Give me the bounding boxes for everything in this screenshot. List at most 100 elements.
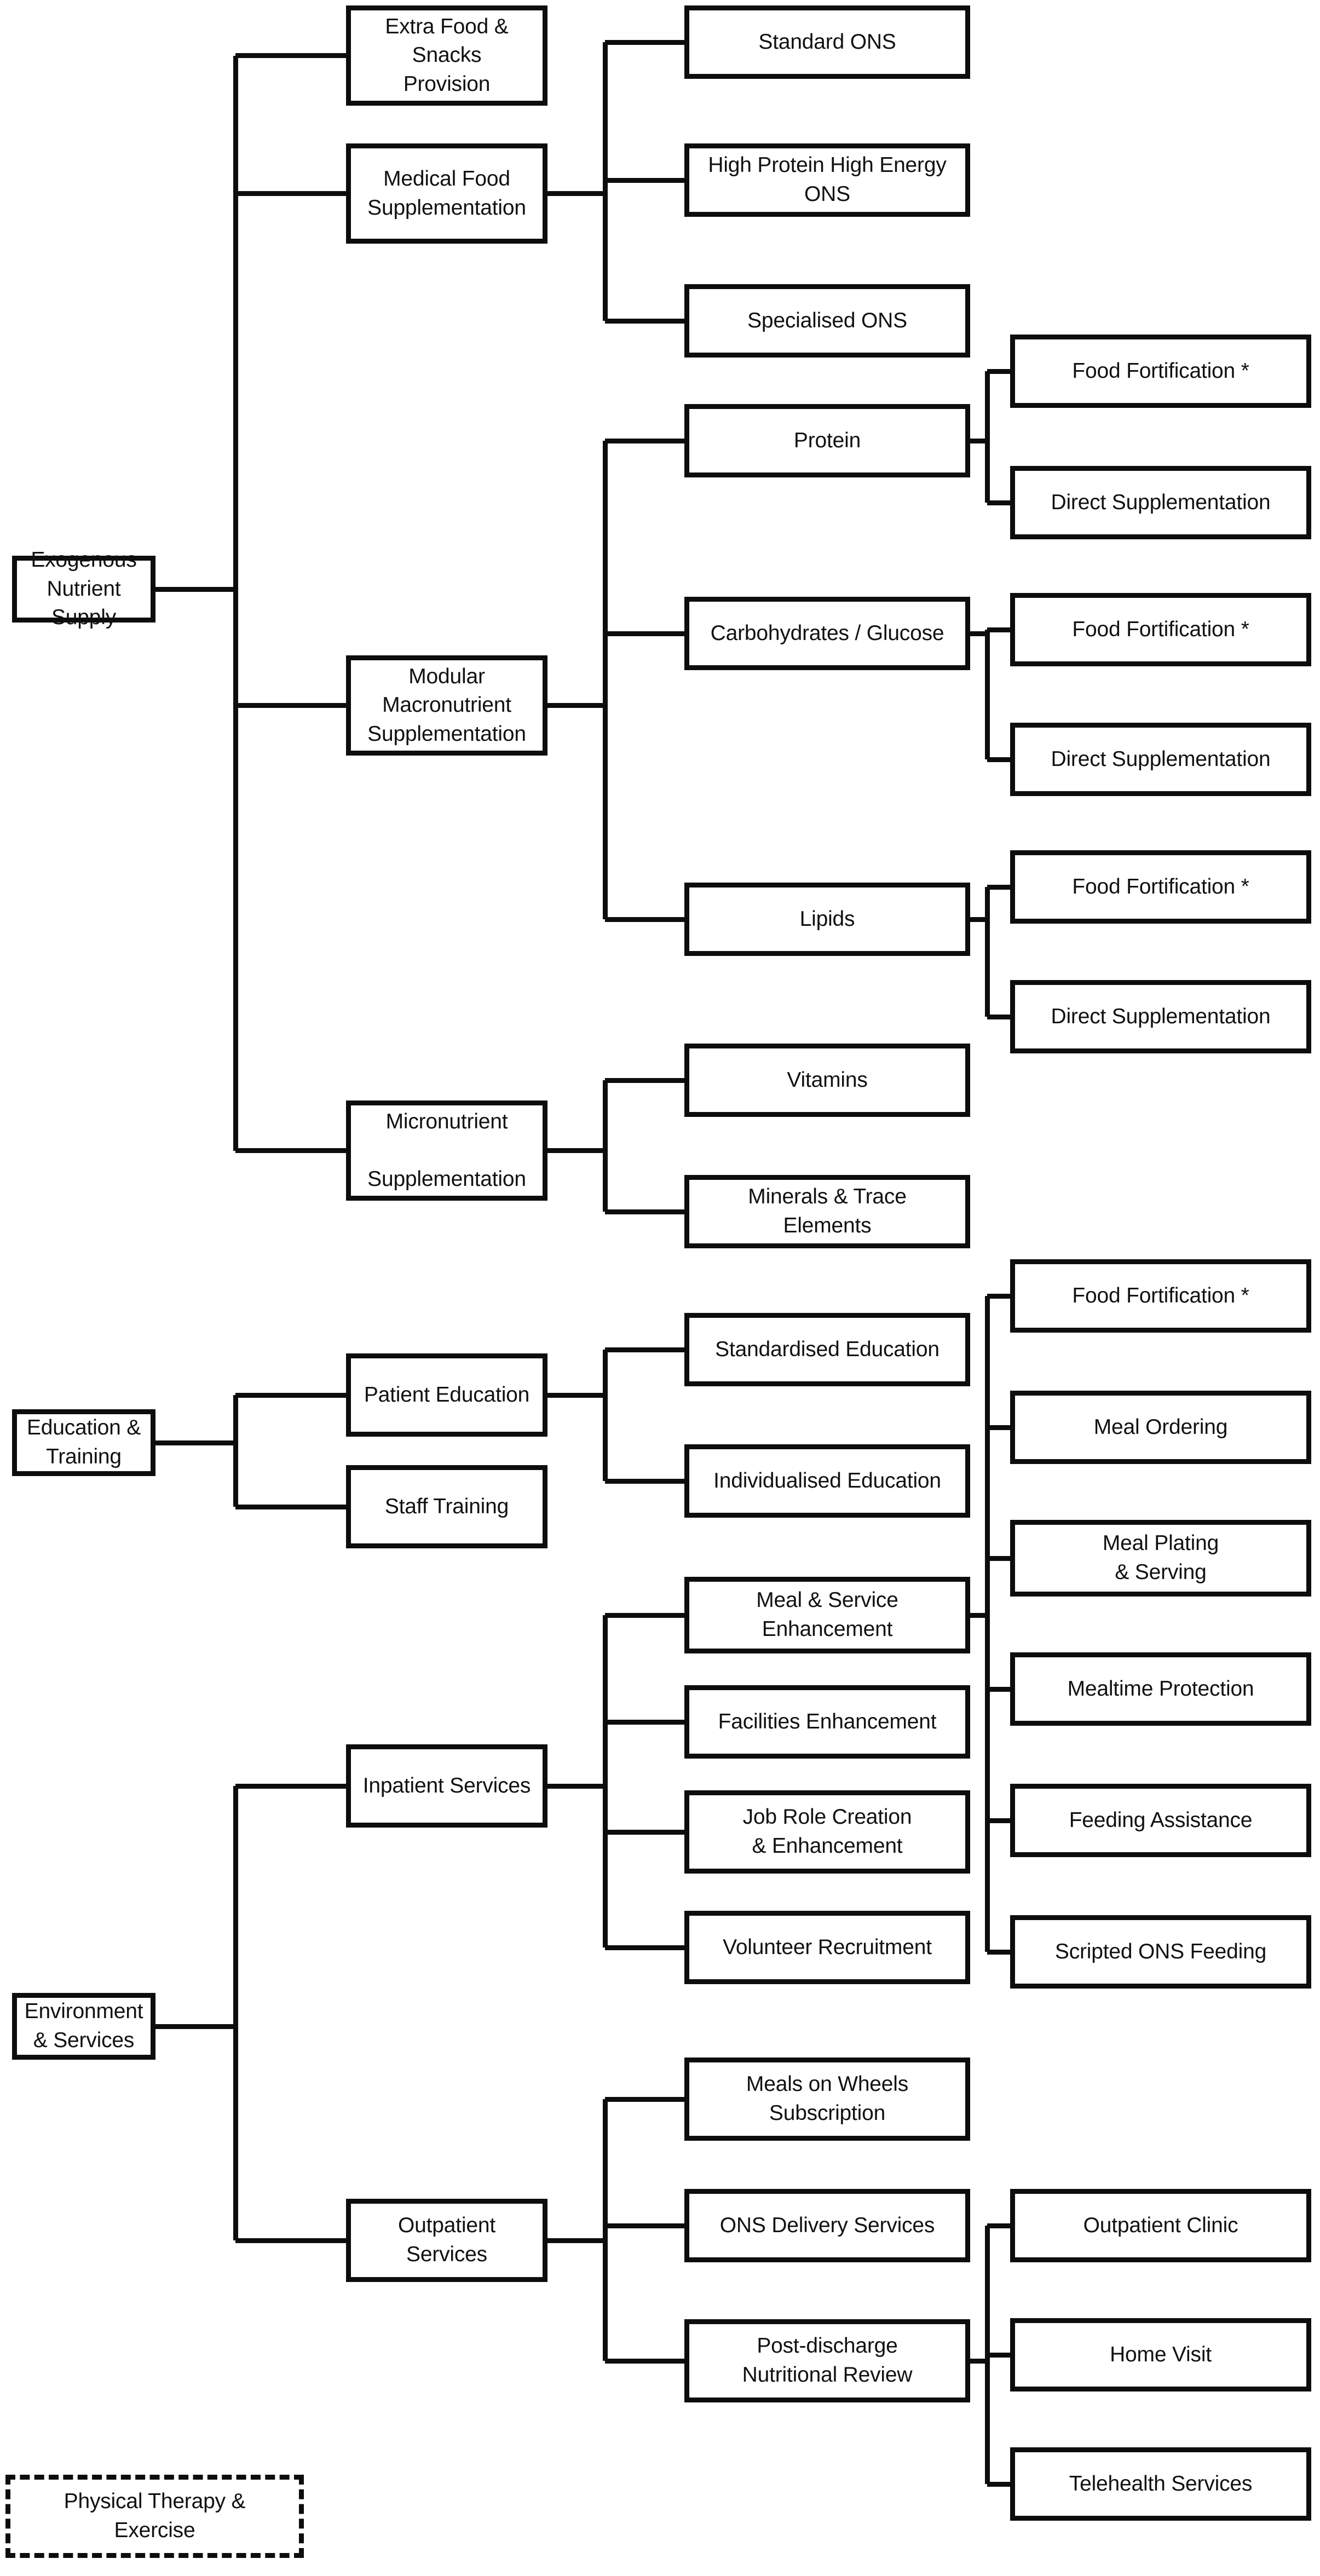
connector-stub-education-training [155,1440,235,1445]
connector-trunk-education-training [233,1395,238,1507]
node-protein-food-fortification[interactable]: Food Fortification * [1010,335,1311,408]
connector-branch-facilities-enhancement [605,1719,684,1725]
node-label-meal-ordering: Meal Ordering [1093,1415,1228,1439]
node-high-protein-high-energy-ons[interactable]: High Protein High Energy ONS [684,143,970,217]
node-label-meal-plating-serving: Meal Plating & Serving [1102,1531,1219,1584]
connector-branch-lipids-direct-supplementation [987,1014,1010,1019]
connector-branch-protein-direct-supplementation [987,500,1010,505]
node-inpatient-services[interactable]: Inpatient Services [346,1744,547,1828]
node-protein-direct-supplementation[interactable]: Direct Supplementation [1010,466,1311,539]
node-specialised-ons[interactable]: Specialised ONS [684,284,970,358]
node-modular-macronutrient-supplementation[interactable]: Modular Macronutrient Supplementation [346,655,547,756]
node-label-micronutrient-supplementation: Micronutrient Supplementation [367,1109,526,1191]
node-volunteer-recruitment[interactable]: Volunteer Recruitment [684,1911,970,1984]
node-mealtime-protection[interactable]: Mealtime Protection [1010,1652,1311,1726]
node-label-protein-direct-supplementation: Direct Supplementation [1051,490,1271,514]
connector-branch-volunteer-recruitment [605,1945,684,1950]
node-exogenous-nutrient-supply[interactable]: Exogenous Nutrient Supply [12,548,155,629]
node-post-discharge-nutritional-review[interactable]: Post-discharge Nutritional Review [684,2319,970,2402]
node-meal-plating-serving[interactable]: Meal Plating & Serving [1010,1520,1311,1597]
node-label-scripted-ons-feeding: Scripted ONS Feeding [1054,1939,1267,1963]
connector-branch-specialised-ons [605,318,684,324]
node-micronutrient-supplementation[interactable]: Micronutrient Supplementation [346,1100,547,1201]
node-vitamins[interactable]: Vitamins [684,1044,970,1117]
node-individualised-education[interactable]: Individualised Education [684,1444,970,1518]
node-feeding-assistance[interactable]: Feeding Assistance [1010,1784,1311,1857]
node-physical-therapy-exercise[interactable]: Physical Therapy & Exercise [5,2475,304,2558]
node-label-staff-training: Staff Training [384,1494,509,1518]
connector-branch-high-protein-high-energy-ons [605,177,684,183]
connector-branch-outpatient-clinic [987,2223,1010,2228]
node-mse-food-fortification[interactable]: Food Fortification * [1010,1259,1311,1333]
connector-stub-patient-education [547,1392,605,1398]
node-label-job-role-creation-enhancement: Job Role Creation & Enhancement [742,1805,912,1858]
node-label-telehealth-services: Telehealth Services [1069,2471,1253,2496]
node-label-medical-food-supplementation: Medical Food Supplementation [367,166,526,220]
node-label-carbohydrates-glucose: Carbohydrates / Glucose [710,621,944,645]
connector-trunk-lipids [984,887,990,1017]
connector-stub-modular-macronutrient-supplementation [547,703,605,708]
node-label-patient-education: Patient Education [364,1382,530,1407]
node-ons-delivery-services[interactable]: ONS Delivery Services [684,2189,970,2262]
node-label-meal-service-enhancement: Meal & Service Enhancement [756,1588,898,1641]
node-staff-training[interactable]: Staff Training [346,1465,547,1548]
connector-stub-exogenous-nutrient-supply [155,586,235,592]
connector-branch-carbohydrates-glucose [605,631,684,636]
node-environment-services[interactable]: Environment & Services [12,1993,155,2060]
node-label-ons-delivery-services: ONS Delivery Services [719,2213,935,2237]
node-facilities-enhancement[interactable]: Facilities Enhancement [684,1685,970,1759]
connector-stub-carbohydrates-glucose [970,631,987,636]
node-label-protein-food-fortification: Food Fortification * [1072,359,1249,383]
node-carbs-direct-supplementation[interactable]: Direct Supplementation [1010,723,1311,796]
node-label-inpatient-services: Inpatient Services [362,1773,531,1797]
node-label-extra-food-snacks-provision: Extra Food & Snacks Provision [385,14,509,96]
node-label-lipids-food-fortification: Food Fortification * [1072,874,1249,898]
connector-branch-scripted-ons-feeding [987,1949,1010,1955]
node-label-post-discharge-nutritional-review: Post-discharge Nutritional Review [742,2334,913,2387]
connector-stub-lipids [970,917,987,922]
connector-branch-staff-training [235,1504,346,1509]
connector-stub-protein [970,438,987,443]
connector-trunk-meal-service-enhancement [984,1296,990,1952]
node-meals-on-wheels-subscription[interactable]: Meals on Wheels Subscription [684,2058,970,2141]
node-scripted-ons-feeding[interactable]: Scripted ONS Feeding [1010,1915,1311,1989]
connector-branch-carbs-food-fortification [987,627,1010,632]
node-carbs-food-fortification[interactable]: Food Fortification * [1010,593,1311,666]
node-job-role-creation-enhancement[interactable]: Job Role Creation & Enhancement [684,1790,970,1874]
node-label-feeding-assistance: Feeding Assistance [1069,1808,1253,1832]
node-label-home-visit: Home Visit [1110,2342,1212,2366]
node-minerals-trace-elements[interactable]: Minerals & Trace Elements [684,1175,970,1248]
node-home-visit[interactable]: Home Visit [1010,2318,1311,2391]
connector-stub-environment-services [155,2024,235,2029]
node-label-physical-therapy-exercise: Physical Therapy & Exercise [64,2489,246,2542]
node-label-mealtime-protection: Mealtime Protection [1067,1676,1254,1701]
node-meal-ordering[interactable]: Meal Ordering [1010,1391,1311,1464]
node-telehealth-services[interactable]: Telehealth Services [1010,2447,1311,2521]
connector-branch-home-visit [987,2352,1010,2358]
node-protein[interactable]: Protein [684,404,970,477]
connector-branch-mealtime-protection [987,1686,1010,1692]
connector-branch-vitamins [605,1077,684,1083]
connector-trunk-micronutrient-supplementation [602,1080,608,1212]
connector-branch-meal-plating-serving [987,1555,1010,1561]
connector-trunk-protein [984,371,990,503]
node-outpatient-services[interactable]: Outpatient Services [346,2199,547,2282]
node-meal-service-enhancement[interactable]: Meal & Service Enhancement [684,1577,970,1653]
node-lipids-direct-supplementation[interactable]: Direct Supplementation [1010,980,1311,1053]
node-outpatient-clinic[interactable]: Outpatient Clinic [1010,2189,1311,2262]
connector-branch-meals-on-wheels-subscription [605,2096,684,2102]
node-medical-food-supplementation[interactable]: Medical Food Supplementation [346,143,547,244]
connector-trunk-carbohydrates-glucose [984,630,990,759]
connector-branch-standard-ons [605,39,684,45]
node-standard-ons[interactable]: Standard ONS [684,5,970,79]
node-lipids[interactable]: Lipids [684,883,970,956]
connector-stub-inpatient-services [547,1783,605,1789]
node-standardised-education[interactable]: Standardised Education [684,1313,970,1386]
node-education-training[interactable]: Education & Training [12,1409,155,1476]
node-extra-food-snacks-provision[interactable]: Extra Food & Snacks Provision [346,5,547,106]
node-carbohydrates-glucose[interactable]: Carbohydrates / Glucose [684,597,970,670]
connector-stub-post-discharge-nutritional-review [970,2358,987,2364]
node-lipids-food-fortification[interactable]: Food Fortification * [1010,850,1311,924]
node-patient-education[interactable]: Patient Education [346,1353,547,1437]
